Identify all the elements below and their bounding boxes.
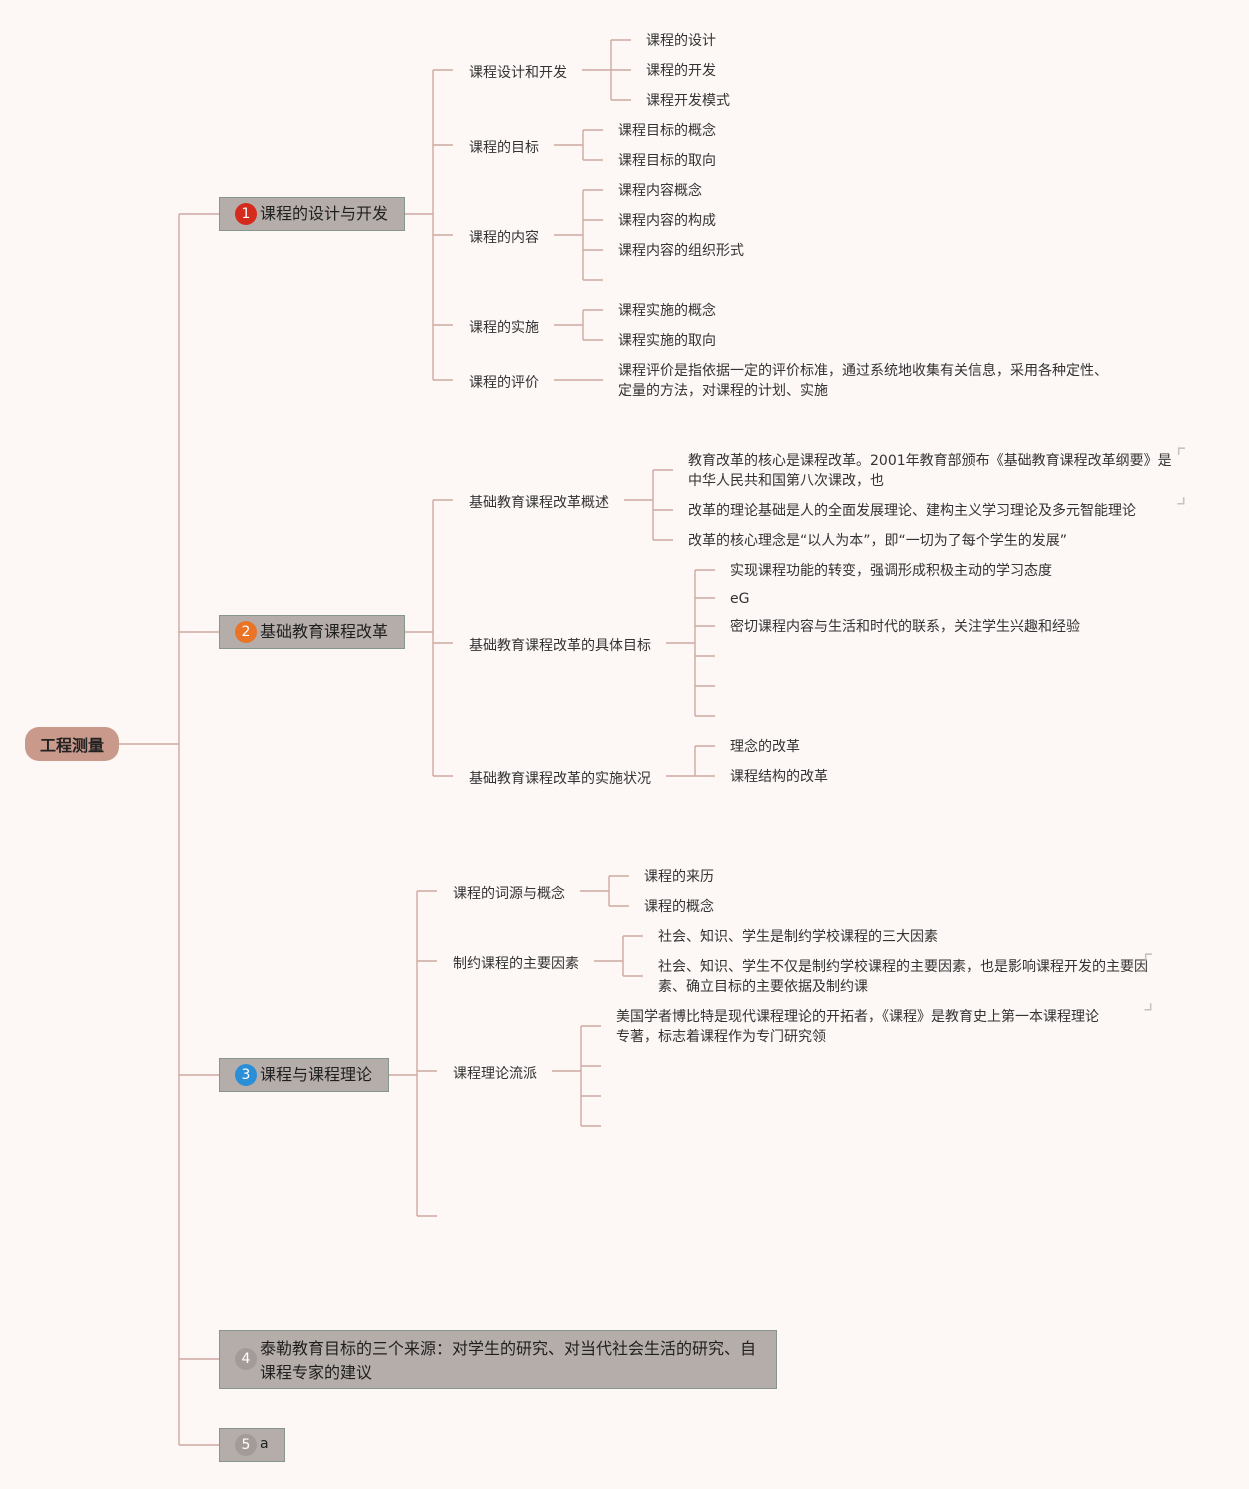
subtopic-connector xyxy=(554,129,603,161)
branch-3-number-badge: 3 xyxy=(235,1064,257,1086)
branch-4-label: 泰勒教育目标的三个来源：对学生的研究、对当代社会生活的研究、自课程专家的建议 xyxy=(260,1339,757,1382)
leaf-topic[interactable]: 社会、知识、学生是制约学校课程的三大因素 xyxy=(658,929,938,945)
leaf-topic[interactable]: 教育改革的核心是课程改革。2001年教育部颁布《基础教育课程改革纲要》是中华人民… xyxy=(688,453,1172,489)
leaf-topic[interactable]: 课程实施的取向 xyxy=(618,333,716,349)
branch-2-number-badge: 2 xyxy=(235,621,257,643)
branch-2-connector xyxy=(404,499,453,777)
leaf-topic[interactable]: 美国学者博比特是现代课程理论的开拓者，《课程》是教育史上第一本课程理论专著，标志… xyxy=(616,1009,1099,1045)
branch-5-number-badge: 5 xyxy=(235,1434,257,1456)
leaf-topic[interactable]: 社会、知识、学生不仅是制约学校课程的主要因素，也是影响课程开发的主要因素、确立目… xyxy=(658,959,1148,995)
leaf-topic[interactable]: 课程评价是指依据一定的评价标准，通过系统地收集有关信息，采用各种定性、定量的方法… xyxy=(618,363,1108,399)
subtopic[interactable]: 基础教育课程改革概述 xyxy=(469,495,609,511)
leaf-topic[interactable]: 课程结构的改革 xyxy=(730,769,828,785)
branch-5-node[interactable]: 5 a xyxy=(219,1428,285,1462)
leaf-topic[interactable]: 理念的改革 xyxy=(730,739,800,755)
subtopic[interactable]: 课程设计和开发 xyxy=(469,65,567,81)
leaf-topic[interactable]: 课程的概念 xyxy=(644,899,714,915)
leaf-topic[interactable]: 课程内容的组织形式 xyxy=(618,243,744,259)
leaf-topic[interactable]: 课程内容概念 xyxy=(618,183,702,199)
root-node[interactable]: 工程测量 xyxy=(25,727,119,761)
leaf-topic[interactable]: eG xyxy=(730,591,750,607)
subtopic[interactable]: 课程的内容 xyxy=(469,230,539,246)
leaf-topic[interactable]: 课程开发模式 xyxy=(646,93,730,109)
leaf-topic[interactable]: 改革的核心理念是“以人为本”，即“一切为了每个学生的发展” xyxy=(688,533,1068,549)
subtopic-connector xyxy=(666,745,715,777)
branch-4-number-badge: 4 xyxy=(235,1348,257,1370)
leaf-topic[interactable]: 课程的设计 xyxy=(646,33,716,49)
branch-4-node[interactable]: 4 泰勒教育目标的三个来源：对学生的研究、对当代社会生活的研究、自课程专家的建议 xyxy=(219,1330,777,1389)
root-connector xyxy=(119,213,219,1446)
subtopic[interactable]: 课程的词源与概念 xyxy=(453,886,565,902)
subtopic-connector xyxy=(580,875,629,907)
leaf-topic[interactable]: 课程目标的取向 xyxy=(618,153,716,169)
branch-1-connector xyxy=(404,69,453,381)
subtopic[interactable]: 课程的实施 xyxy=(469,320,539,336)
branch-2-label: 基础教育课程改革 xyxy=(260,622,389,641)
subtopic-connector xyxy=(554,309,603,341)
subtopic[interactable]: 课程理论流派 xyxy=(453,1066,537,1082)
subtopic-connector xyxy=(594,935,643,977)
leaf-topic[interactable]: 课程的来历 xyxy=(644,869,714,885)
branch-1-node[interactable]: 1 课程的设计与开发 xyxy=(219,197,405,231)
leaf-topic[interactable]: 密切课程内容与生活和时代的联系，关注学生兴趣和经验 xyxy=(730,619,1080,635)
branch-2-node[interactable]: 2 基础教育课程改革 xyxy=(219,615,405,649)
branch-5-label: a xyxy=(260,1436,269,1452)
branch-3-label: 课程与课程理论 xyxy=(260,1065,373,1084)
subtopic-connector xyxy=(582,39,631,101)
leaf-topic[interactable]: 实现课程功能的转变，强调形成积极主动的学习态度 xyxy=(730,563,1052,579)
subtopic[interactable]: 基础教育课程改革的实施状况 xyxy=(469,771,651,787)
branch-1-number-badge: 1 xyxy=(235,203,257,225)
branch-3-node[interactable]: 3 课程与课程理论 xyxy=(219,1058,389,1092)
leaf-topic[interactable]: 课程目标的概念 xyxy=(618,123,716,139)
branch-3-connector xyxy=(388,890,437,1217)
leaf-topic[interactable]: 课程内容的构成 xyxy=(618,213,716,229)
subtopic[interactable]: 基础教育课程改革的具体目标 xyxy=(469,638,651,654)
root-label: 工程测量 xyxy=(39,736,104,755)
subtopic[interactable]: 课程的目标 xyxy=(469,140,539,156)
subtopic-connector xyxy=(554,189,603,281)
subtopic[interactable]: 制约课程的主要因素 xyxy=(453,956,579,972)
branch-1-label: 课程的设计与开发 xyxy=(260,204,389,223)
subtopic-connector xyxy=(624,469,673,541)
subtopic[interactable]: 课程的评价 xyxy=(469,375,539,391)
leaf-topic[interactable]: 课程实施的概念 xyxy=(618,303,716,319)
subtopic-connector xyxy=(552,1025,601,1127)
leaf-topic[interactable]: 课程的开发 xyxy=(646,63,716,79)
subtopic-connector xyxy=(666,569,715,717)
leaf-topic[interactable]: 改革的理论基础是人的全面发展理论、建构主义学习理论及多元智能理论 xyxy=(688,503,1136,519)
